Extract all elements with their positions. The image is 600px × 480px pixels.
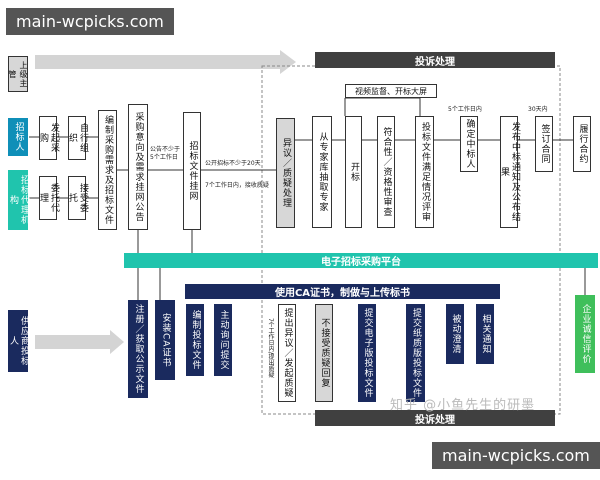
role-supplier: 供应商投标人 [8, 310, 29, 372]
box-credit-eval: 企业诚信评价 [575, 295, 595, 373]
box-raise-objection: 提出异议／发起质疑 [278, 304, 296, 402]
box-ask-question: 主动询问提交 [214, 304, 232, 376]
box-submit-e-bid: 提交电子版投标文件 [358, 304, 376, 402]
sign-contract-label: 签订合同 [539, 124, 550, 164]
complaint-bottom-label: 投诉处理 [415, 414, 455, 426]
box-compile-bid: 编制投标文件 [186, 304, 204, 376]
publish-intent-label: 采购意向及需求挂网公告 [133, 112, 144, 222]
box-no-reply: 不接受质疑回复 [315, 304, 333, 402]
box-objection: 异议／质疑处理 [276, 118, 295, 228]
open-bid-label: 开标 [349, 162, 359, 182]
clarify-label: 被动澄清 [450, 314, 461, 354]
role-purchaser: 招标人 [8, 118, 28, 156]
note-announce-5days-text: 公告不少于5个工作日 [150, 146, 181, 161]
bid-evaluation-label: 投标文件满足情况评审 [420, 122, 430, 222]
note-publish-20days: 公开招标不少于20天 [205, 158, 261, 167]
box-prepare-docs: 编制采购需求及招标文件 [98, 110, 117, 230]
accept-entrust-label: 接受委托 [67, 183, 88, 213]
prepare-docs-label: 编制采购需求及招标文件 [103, 115, 113, 225]
role-agency: 招标代理机构 [8, 170, 29, 230]
watermark-top-text: main-wcpicks.com [16, 12, 164, 31]
role-purchaser-label: 招标人 [13, 122, 24, 152]
ca-upload-bar: 使用CA证书，制做与上传标书 [185, 284, 500, 299]
compile-bid-label: 编制投标文件 [190, 310, 201, 370]
note-raise-7days: 7个工作日内/提出质疑 [266, 318, 275, 378]
note-raise-7days-text: 7个工作日内/提出质疑 [267, 318, 274, 378]
submit-paper-bid-label: 提交纸质版投标文件 [411, 308, 421, 398]
complaint-top-label: 投诉处理 [415, 56, 455, 68]
box-entrust-agent: 委托代理 [38, 176, 59, 220]
supplier-arrow [35, 330, 124, 354]
note-result-5days-text: 5个工作日内 [448, 106, 482, 113]
box-notice: 相关通知 [476, 304, 494, 364]
draw-experts-label: 从专家库抽取专家 [317, 132, 328, 212]
video-monitor-label: 视频监督、开标大屏 [355, 86, 427, 96]
watermark-bottom: main-wcpicks.com [432, 442, 600, 469]
determine-winner-label: 确定中标人 [464, 119, 475, 169]
note-sign-30days: 30天内 [528, 104, 548, 113]
role-superior: 上级主管 [8, 56, 28, 92]
objection-label: 异议／质疑处理 [281, 138, 291, 208]
register-obtain-label: 注册／获取公示文件 [133, 304, 144, 394]
box-initiate: 发起采购 [38, 116, 59, 160]
platform-bar: 电子招标采购平台 [124, 253, 598, 268]
note-publish-20days-text: 公开招标不少于20天 [205, 160, 261, 167]
role-agency-label: 招标代理机构 [8, 175, 29, 225]
box-bid-evaluation: 投标文件满足情况评审 [415, 116, 434, 228]
publish-tender-label: 招标文件挂网 [187, 141, 198, 201]
video-monitor-box: 视频监督、开标大屏 [345, 84, 437, 98]
note-announce-5days: 公告不少于5个工作日 [150, 146, 182, 162]
notice-label: 相关通知 [480, 314, 491, 354]
credit-eval-label: 企业诚信评价 [580, 304, 591, 364]
box-publish-intent: 采购意向及需求挂网公告 [128, 104, 148, 230]
publish-result-label: 发布中标通知及公布结果 [499, 122, 520, 222]
zhihu-watermark: 知乎 @小鱼先生的研墨 [390, 394, 535, 413]
initiate-label: 发起采购 [38, 123, 59, 153]
complaint-bar-bottom: 投诉处理 [315, 410, 555, 426]
platform-label: 电子招标采购平台 [321, 257, 401, 268]
box-perform-contract: 履行合约 [573, 116, 591, 172]
box-submit-paper-bid: 提交纸质版投标文件 [406, 304, 425, 402]
box-draw-experts: 从专家库抽取专家 [312, 116, 332, 228]
watermark-top: main-wcpicks.com [6, 8, 174, 35]
role-superior-label: 上级主管 [8, 60, 28, 88]
box-compliance-review: 符合性／资格性审查 [377, 116, 395, 228]
perform-contract-label: 履行合约 [577, 124, 588, 164]
box-clarify: 被动澄清 [446, 304, 464, 364]
role-supplier-label: 供应商投标人 [8, 316, 29, 366]
submit-e-bid-label: 提交电子版投标文件 [362, 308, 373, 398]
note-sign-30days-text: 30天内 [528, 106, 548, 113]
superior-arrow [35, 50, 296, 74]
zhihu-watermark-text: 知乎 @小鱼先生的研墨 [390, 398, 536, 413]
box-determine-winner: 确定中标人 [460, 116, 478, 172]
box-register-obtain: 注册／获取公示文件 [128, 300, 148, 398]
box-publish-tender: 招标文件挂网 [183, 112, 201, 230]
complaint-bar-top: 投诉处理 [315, 52, 555, 68]
box-open-bid: 开标 [345, 116, 362, 228]
box-accept-entrust: 接受委托 [67, 176, 88, 220]
no-reply-label: 不接受质疑回复 [319, 318, 330, 388]
install-ca-label: 安装CA证书 [160, 312, 171, 368]
note-result-5days: 5个工作日内 [448, 104, 482, 113]
note-receive-7days: 7个工作日内，接收质疑 [205, 180, 269, 189]
box-install-ca: 安装CA证书 [155, 300, 175, 380]
box-self-org: 自行组织 [67, 116, 88, 160]
ca-upload-label: 使用CA证书，制做与上传标书 [274, 288, 411, 299]
box-publish-result: 发布中标通知及公布结果 [499, 116, 520, 228]
ask-question-label: 主动询问提交 [218, 310, 229, 370]
compliance-review-label: 符合性／资格性审查 [381, 127, 392, 217]
self-org-label: 自行组织 [67, 123, 88, 153]
note-receive-7days-text: 7个工作日内，接收质疑 [205, 182, 269, 189]
raise-objection-label: 提出异议／发起质疑 [282, 308, 293, 398]
entrust-agent-label: 委托代理 [38, 183, 59, 213]
watermark-bottom-text: main-wcpicks.com [442, 446, 590, 465]
box-sign-contract: 签订合同 [535, 116, 553, 172]
